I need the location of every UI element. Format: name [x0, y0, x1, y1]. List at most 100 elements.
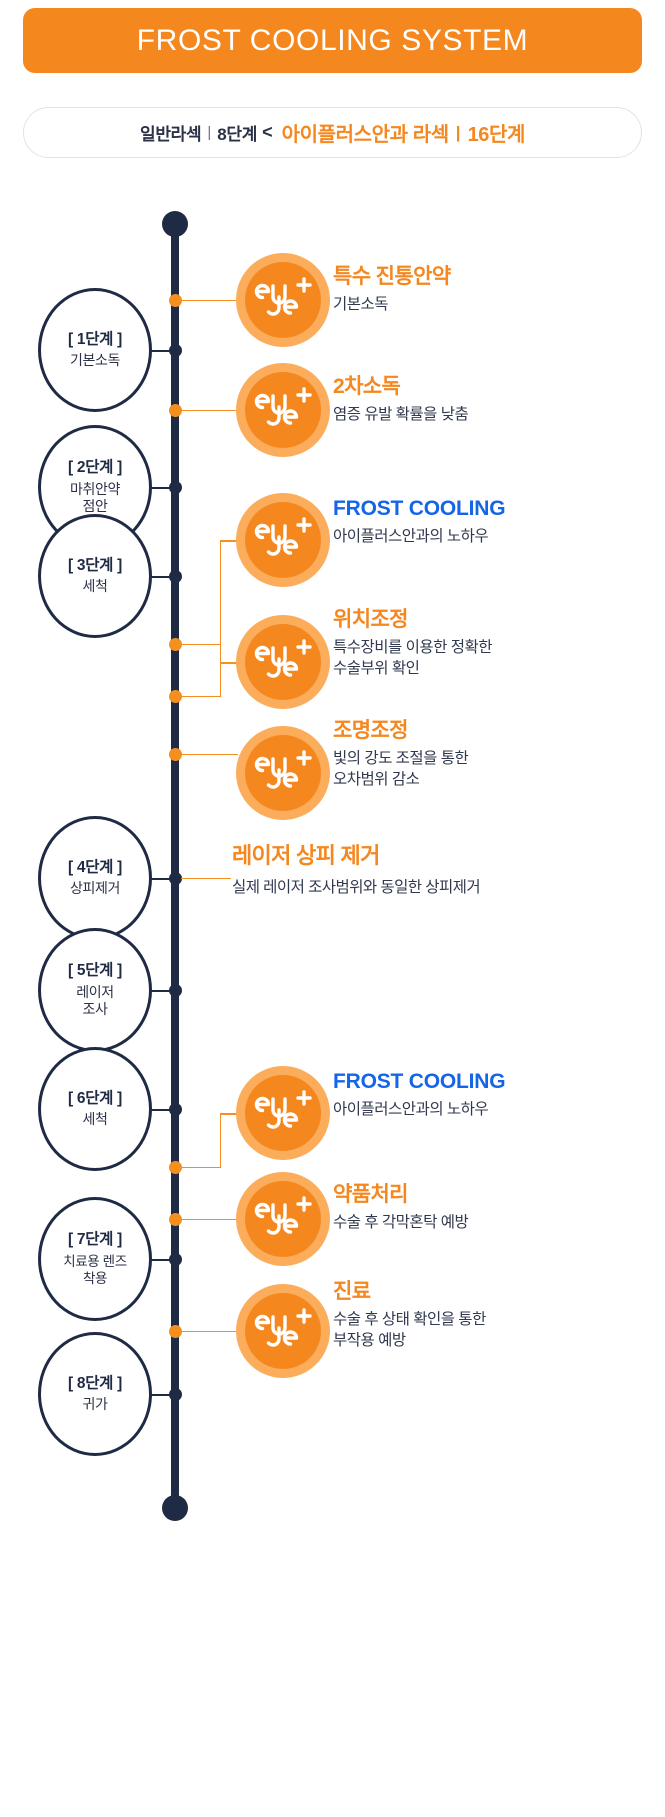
entry-badge-1[interactable] — [236, 253, 330, 347]
timeline-node-step-7 — [168, 1253, 182, 1266]
entry-heading-1: 특수 진통안약 — [333, 265, 451, 288]
timeline-accent-node-5 — [168, 748, 182, 761]
entry-desc-5: 빛의 강도 조절을 통한 오차범위 감소 — [333, 749, 469, 788]
timeline-accent-node-4 — [168, 638, 182, 651]
page-header-banner: FROST COOLING SYSTEM — [23, 8, 642, 73]
step-connector-8 — [150, 1393, 175, 1396]
step-label-7: 치료용 렌즈 착용 — [63, 1254, 127, 1287]
step-number-7: [ 7단계 ] — [68, 1231, 122, 1249]
entry-connector-5 — [181, 753, 238, 756]
entry-desc-6: 아이플러스안과의 노하우 — [333, 1100, 489, 1118]
entry-badge-4[interactable] — [236, 615, 330, 709]
entry-connector-2 — [181, 409, 238, 412]
step-connector-5 — [150, 989, 175, 992]
timeline-accent-node-6 — [168, 1161, 182, 1174]
entry-connector-3a — [181, 695, 221, 698]
entry-connector-6c — [219, 1113, 242, 1115]
entry-text-1: 특수 진통안약 기본소독 — [333, 265, 451, 315]
timeline-spine — [171, 218, 179, 1508]
comparison-pill: 일반라섹 | 8단계 < 아이플러스안과 라섹 | 16단계 — [23, 107, 642, 158]
step-connector-4 — [150, 877, 175, 880]
step-connector-2 — [150, 486, 175, 489]
entry-connector-4b — [219, 643, 222, 664]
step-number-1: [ 1단계 ] — [68, 330, 122, 348]
entry-text-6: FROST COOLING 아이플러스안과의 노하우 — [333, 1070, 506, 1120]
entry-badge-3[interactable] — [236, 493, 330, 587]
eye-plus-logo-icon — [245, 624, 321, 700]
step-label-1: 기본소독 — [70, 352, 120, 369]
step-marker-5[interactable]: [ 5단계 ] 레이저 조사 — [38, 928, 152, 1052]
timeline-node-step-6 — [168, 1103, 182, 1116]
entry-heading-2: 2차소독 — [333, 375, 401, 398]
step-marker-1[interactable]: [ 1단계 ] 기본소독 — [38, 288, 152, 412]
laser-entry-heading: 레이저 상피 제거 — [232, 843, 380, 868]
entry-heading-5: 조명조정 — [333, 719, 408, 742]
highlight-clinic-label: 아이플러스안과 라섹 — [281, 124, 450, 146]
eye-plus-logo-icon — [245, 262, 321, 338]
entry-heading-4: 위치조정 — [333, 608, 408, 631]
entry-heading-6: FROST COOLING — [333, 1070, 506, 1093]
timeline-node-step-8 — [168, 1388, 182, 1401]
entry-text-3: FROST COOLING 아이플러스안과의 노하우 — [333, 497, 506, 547]
step-connector-1 — [150, 349, 175, 352]
entry-connector-7 — [181, 1218, 238, 1221]
entry-badge-2[interactable] — [236, 363, 330, 457]
entry-badge-7[interactable] — [236, 1172, 330, 1266]
highlight-steps-label: 16단계 — [467, 124, 526, 146]
timeline-accent-node-8 — [168, 1325, 182, 1338]
standard-steps-label: 8단계 — [217, 125, 258, 144]
timeline-accent-node-1 — [168, 294, 182, 307]
entry-connector-6b — [219, 1113, 222, 1168]
step-number-4: [ 4단계 ] — [68, 858, 122, 876]
step-label-4: 상피제거 — [70, 880, 120, 897]
eye-plus-logo-icon — [245, 735, 321, 811]
step-connector-6 — [150, 1108, 175, 1111]
entry-desc-7: 수술 후 각막혼탁 예방 — [333, 1213, 469, 1231]
separator-2: | — [455, 122, 461, 142]
timeline-accent-node-7 — [168, 1213, 182, 1226]
entry-connector-6a — [181, 1166, 221, 1169]
timeline-node-step-5 — [168, 984, 182, 997]
step-marker-4[interactable]: [ 4단계 ] 상피제거 — [38, 816, 152, 940]
entry-heading-7: 약품처리 — [333, 1183, 408, 1206]
step-label-8: 귀가 — [82, 1396, 108, 1413]
step-number-2: [ 2단계 ] — [68, 458, 122, 476]
entry-desc-2: 염증 유발 확률을 낮춤 — [333, 405, 469, 423]
less-than-icon: < — [262, 122, 273, 142]
eye-plus-logo-icon — [245, 372, 321, 448]
timeline-node-step-4 — [168, 872, 182, 885]
step-connector-3 — [150, 575, 175, 578]
timeline-accent-node-3 — [168, 690, 182, 703]
entry-badge-8[interactable] — [236, 1284, 330, 1378]
entry-connector-3c — [219, 540, 242, 542]
timeline-accent-node-2 — [168, 404, 182, 417]
step-marker-8[interactable]: [ 8단계 ] 귀가 — [38, 1332, 152, 1456]
entry-desc-3: 아이플러스안과의 노하우 — [333, 527, 489, 545]
entry-connector-3b — [219, 540, 222, 696]
timeline-end-cap — [162, 1495, 188, 1521]
entry-badge-6[interactable] — [236, 1066, 330, 1160]
entry-connector-1 — [181, 299, 238, 302]
step-number-6: [ 6단계 ] — [68, 1089, 122, 1107]
step-connector-7 — [150, 1258, 175, 1261]
entry-connector-4c — [219, 662, 242, 664]
entry-heading-3: FROST COOLING — [333, 497, 506, 520]
entry-desc-8: 수술 후 상태 확인을 통한 부작용 예방 — [333, 1310, 486, 1349]
entry-badge-5[interactable] — [236, 726, 330, 820]
entry-desc-1: 기본소독 — [333, 295, 389, 313]
timeline-node-step-1 — [168, 344, 182, 357]
step-number-5: [ 5단계 ] — [68, 961, 122, 979]
step-marker-6[interactable]: [ 6단계 ] 세척 — [38, 1047, 152, 1171]
step-number-3: [ 3단계 ] — [68, 556, 122, 574]
step-label-3: 세척 — [82, 578, 108, 595]
page-title: FROST COOLING SYSTEM — [136, 23, 529, 57]
timeline-node-step-2 — [168, 481, 182, 494]
step-number-8: [ 8단계 ] — [68, 1374, 122, 1392]
entry-connector-4a — [181, 643, 221, 646]
step-marker-7[interactable]: [ 7단계 ] 치료용 렌즈 착용 — [38, 1197, 152, 1321]
entry-text-8: 진료 수술 후 상태 확인을 통한 부작용 예방 — [333, 1280, 486, 1351]
step-marker-3[interactable]: [ 3단계 ] 세척 — [38, 514, 152, 638]
entry-desc-4: 특수장비를 이용한 정확한 수술부위 확인 — [333, 638, 492, 677]
eye-plus-logo-icon — [245, 1075, 321, 1151]
entry-text-5: 조명조정 빛의 강도 조절을 통한 오차범위 감소 — [333, 719, 469, 790]
